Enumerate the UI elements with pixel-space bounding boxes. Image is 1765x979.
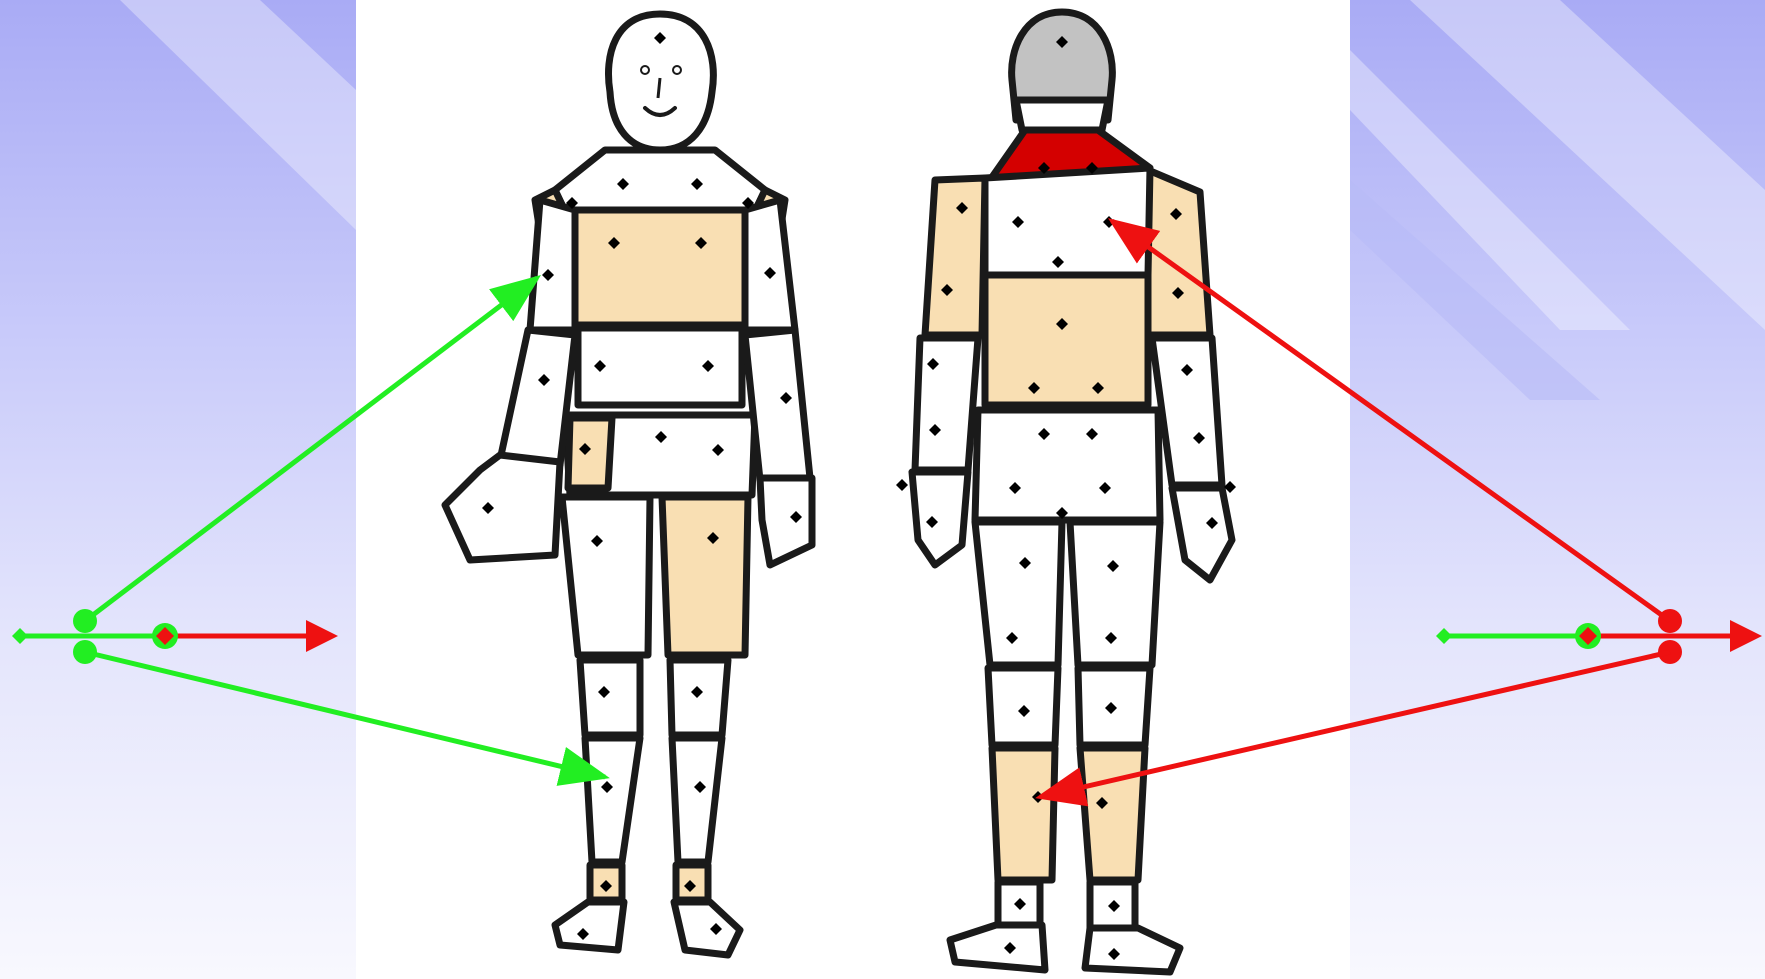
back-figure (912, 12, 1232, 972)
front-right-upper-arm (745, 200, 795, 330)
back-left-forearm (915, 338, 978, 470)
back-right-foot (1085, 928, 1180, 972)
back-left-thigh (975, 522, 1062, 665)
back-upper-back (985, 168, 1150, 275)
sensor-marker (896, 479, 908, 491)
back-right-thigh (1070, 522, 1160, 665)
back-right-hand (1172, 488, 1232, 580)
front-right-thigh (662, 497, 748, 655)
right-axis-start-diamond (1436, 628, 1452, 644)
left-axis-arrowhead (306, 620, 338, 652)
front-right-knee (670, 660, 728, 735)
back-left-foot (950, 925, 1045, 970)
front-figure (445, 14, 812, 955)
front-left-hand (445, 455, 560, 560)
front-left-forearm (500, 330, 575, 465)
front-left-shin (585, 738, 640, 862)
front-right-shin (672, 738, 722, 862)
arrow-to-front-shin (85, 652, 605, 777)
front-left-thigh (562, 497, 650, 655)
back-buttocks (975, 410, 1160, 520)
front-left-hip-pad (568, 418, 612, 488)
back-left-hand (912, 472, 968, 565)
left-axis-start-diamond (12, 628, 28, 644)
back-left-upper-arm (925, 178, 985, 335)
front-right-forearm (745, 330, 810, 480)
front-right-foot (674, 902, 740, 955)
back-left-calf (992, 748, 1055, 880)
front-left-knee (580, 660, 640, 735)
nose (658, 78, 660, 98)
back-right-forearm (1152, 338, 1222, 485)
front-right-hand (760, 478, 812, 565)
back-lower-back (985, 275, 1148, 405)
front-left-upper-arm (530, 200, 575, 330)
back-head-lower (1016, 100, 1108, 130)
arrow-to-front-shoulder (85, 278, 537, 621)
right-axis-arrowhead (1730, 620, 1762, 652)
front-chest (575, 210, 745, 325)
front-left-foot (555, 902, 624, 950)
back-right-calf (1080, 748, 1145, 880)
